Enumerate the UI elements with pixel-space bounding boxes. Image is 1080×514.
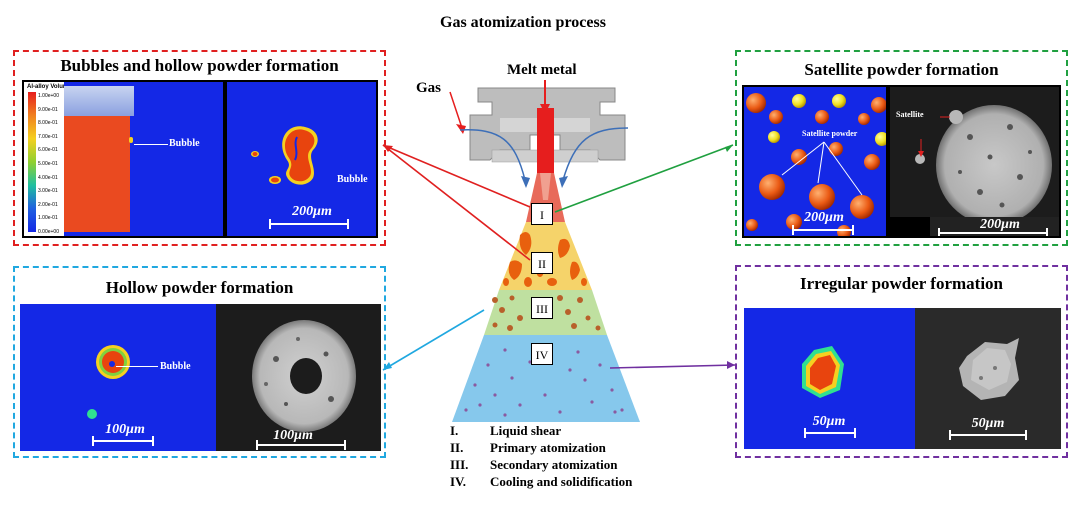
scale-bar (938, 228, 1048, 236)
stage-label-ii: II (531, 252, 553, 274)
bubble-label: Bubble (169, 138, 200, 149)
panel-title: Satellite powder formation (804, 60, 999, 79)
sim-image: 50μm (744, 308, 915, 449)
sim-image-right: Bubble 200μm (225, 80, 378, 238)
melt-metal-label: Melt metal (507, 62, 577, 78)
satellite-powder-label: Satellite powder (802, 129, 858, 138)
sem-image: 50μm (915, 308, 1061, 449)
panel-title: Bubbles and hollow powder formation (60, 56, 339, 75)
satellite-label: Satellite (896, 110, 924, 119)
scale-label: 50μm (971, 416, 1005, 431)
gas-label: Gas (416, 80, 442, 96)
bubble-label: Bubble (160, 361, 191, 372)
panel-title: Hollow powder formation (105, 278, 294, 297)
scale-label: 100μm (273, 428, 313, 443)
stage-label-iii: III (531, 297, 553, 319)
scale-bar (256, 440, 346, 450)
sim-image: Satellite powder 200μm (742, 85, 888, 238)
panel-hollow: Hollow powder formation Bubble 100μm (13, 266, 386, 458)
legend-item: IV.Cooling and solidification (450, 474, 633, 489)
stage-label-i: I (531, 203, 553, 225)
melt-stream (537, 108, 554, 173)
panel-satellite: Satellite powder formation (735, 50, 1068, 246)
scale-bar (269, 219, 349, 229)
stage-label-iv: IV (531, 343, 553, 365)
panel-bubbles-hollow: Bubbles and hollow powder formation Al-a… (13, 50, 386, 246)
scale-label: 200μm (980, 217, 1020, 232)
scale-label: 200μm (292, 204, 332, 219)
legend-item: III.Secondary atomization (450, 457, 618, 472)
colorbar-title: Al-alloy Volume Fraction (27, 84, 97, 90)
scale-bar (804, 428, 856, 438)
scale-bar (792, 225, 854, 235)
panel-irregular: Irregular powder formation 50μm 50μm (735, 265, 1068, 458)
scale-bar (92, 436, 154, 446)
bubble-label: Bubble (337, 174, 368, 185)
scale-label: 50μm (812, 414, 846, 429)
scale-label: 200μm (804, 210, 844, 225)
legend-item: II.Primary atomization (450, 440, 606, 455)
main-title: Gas atomization process (440, 14, 606, 31)
scale-bar (949, 430, 1027, 440)
sim-image: Bubble 100μm (20, 304, 216, 451)
sem-image: 100μm (216, 304, 381, 451)
legend-item: I.Liquid shear (450, 423, 562, 438)
scale-label: 100μm (105, 422, 145, 437)
stage-legend: I.Liquid shear II.Primary atomization II… (450, 422, 632, 490)
panel-title: Irregular powder formation (799, 274, 1004, 293)
colorbar (28, 92, 36, 232)
sem-image: Satellite 200μm (888, 85, 1061, 238)
